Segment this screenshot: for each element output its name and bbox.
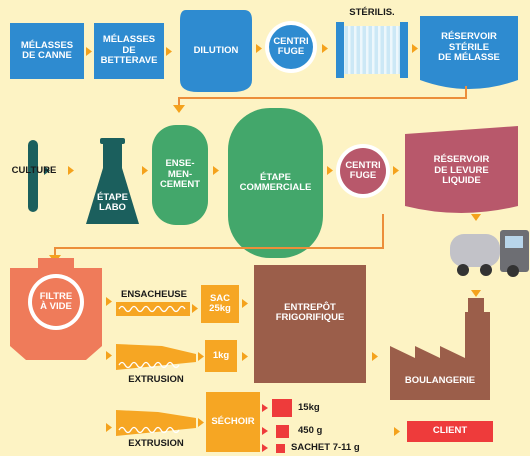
sechoir-label: SÉCHOIR — [211, 415, 255, 427]
reservoir-sterile-box — [420, 16, 518, 89]
culture-label: CULTURE — [11, 164, 57, 176]
arrow-21 — [106, 423, 112, 432]
arrow-17 — [106, 351, 112, 360]
arrow-5 — [412, 44, 418, 53]
boulangerie-factory-icon — [390, 312, 490, 400]
dilution-label: DILUTION — [193, 44, 239, 56]
arrow-25 — [262, 444, 268, 452]
etape-labo-label: ÉTAPE LABO — [97, 191, 128, 213]
entrepot-box — [254, 265, 366, 383]
arrow-15 — [192, 304, 198, 313]
box-1kg-label: 1kg — [212, 349, 230, 361]
arrow-11 — [393, 166, 399, 175]
dilution-tank — [180, 10, 252, 92]
etape-commerciale-tank — [228, 108, 323, 258]
ensemencement-tank — [152, 125, 208, 225]
sachet-label: SACHET 7-11 g — [291, 441, 360, 453]
melasses-betterave-label: MÉLASSES DE BETTERAVE — [100, 34, 158, 67]
extrusion-2-label: EXTRUSION — [128, 437, 184, 449]
arrow-19 — [242, 352, 248, 361]
entrepot-label: ENTREPÔT FRIGORIFIQUE — [275, 301, 345, 323]
arrow-26 — [394, 427, 400, 436]
sterilisation-unit — [343, 26, 401, 74]
reservoir-sterile-label: RÉSERVOIR STÉRILE DE MÉLASSE — [438, 31, 500, 64]
reservoir-levure-box — [405, 126, 518, 213]
extrusion-1-machine — [116, 344, 196, 370]
sac-25kg-box — [201, 285, 239, 323]
arrow-8 — [142, 166, 148, 175]
sterilis-label: STÉRILIS. — [349, 6, 395, 18]
connector-1 — [178, 86, 467, 108]
client-box — [407, 421, 493, 442]
arrow-14 — [106, 297, 112, 306]
pack-15kg-label: 15kg — [298, 401, 320, 413]
melasses-canne-label: MÉLASSES DE CANNE — [20, 39, 74, 61]
arrow-20 — [372, 352, 378, 361]
melasses-betterave-box — [94, 23, 164, 79]
pack-450g-square — [276, 425, 289, 438]
arrow-23 — [262, 404, 268, 412]
arrow-24 — [262, 427, 268, 435]
arrow-9 — [213, 166, 219, 175]
tanker-truck-icon — [450, 230, 529, 277]
melasses-canne-box — [10, 23, 84, 79]
culture-tube — [28, 140, 38, 212]
arrow-13 — [471, 290, 481, 297]
ensemencement-label: ENSE- MEN- CEMENT — [159, 158, 201, 191]
arrow-2 — [166, 47, 172, 56]
arrow-1 — [86, 47, 92, 56]
ensacheuse-machine — [116, 302, 190, 316]
etape-labo-flask — [86, 142, 139, 224]
arrow-18 — [198, 352, 204, 361]
ensacheuse-label: ENSACHEUSE — [121, 288, 187, 300]
client-label: CLIENT — [432, 425, 468, 437]
sac-25kg-label: SAC 25kg — [209, 292, 231, 314]
arrow-3 — [256, 44, 262, 53]
sachet-square — [276, 444, 285, 453]
box-1kg — [205, 340, 237, 372]
arrow-10 — [327, 166, 333, 175]
arrow-16 — [242, 299, 248, 308]
arrow-4 — [322, 44, 328, 53]
filtre-vide-label: FILTRE À VIDE — [39, 290, 73, 312]
arrow-6 — [68, 166, 74, 175]
boulangerie-label: BOULANGERIE — [404, 374, 476, 386]
centrifuge-2-label: CENTRI FUGE — [345, 159, 381, 181]
extrusion-1-label: EXTRUSION — [128, 373, 184, 385]
arrow-22 — [198, 418, 204, 427]
pack-15kg-square — [272, 399, 292, 417]
connector-2 — [54, 214, 384, 258]
reservoir-levure-label: RÉSERVOIR DE LEVURE LIQUIDE — [433, 154, 490, 187]
sechoir-box — [206, 392, 260, 452]
arrow-7 — [44, 166, 50, 175]
pack-450g-label: 450 g — [298, 424, 323, 436]
centrifuge-1-label: CENTRI FUGE — [273, 35, 309, 57]
etape-commerciale-label: ÉTAPE COMMERCIALE — [239, 171, 312, 193]
arrow-12 — [471, 214, 481, 221]
